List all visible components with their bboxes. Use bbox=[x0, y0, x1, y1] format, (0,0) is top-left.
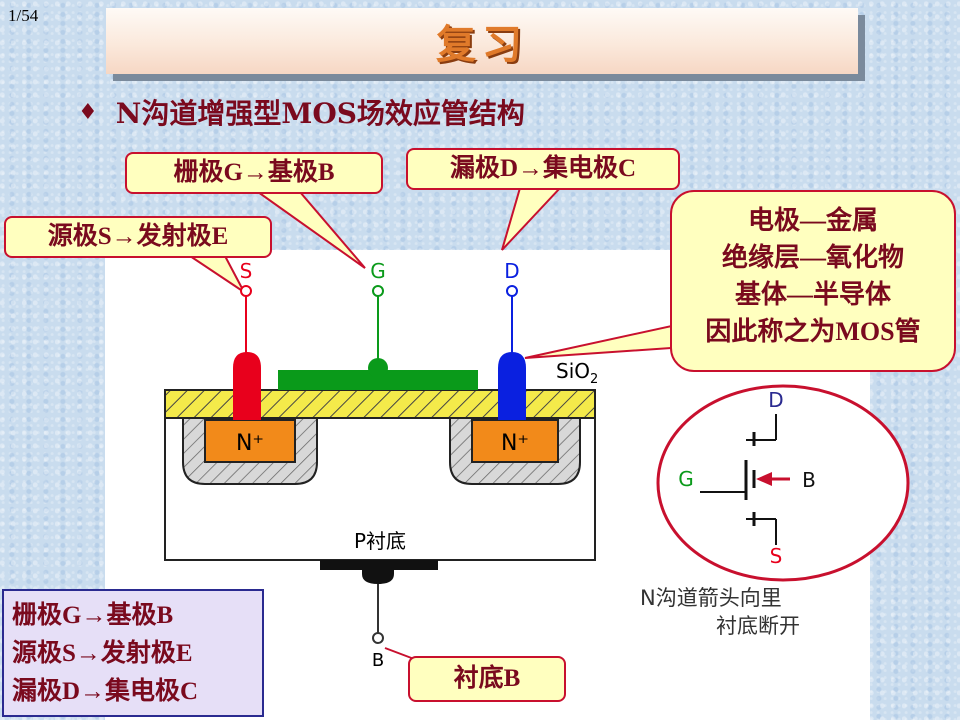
gate-contact bbox=[368, 358, 388, 378]
symbol-s-label: S bbox=[770, 544, 783, 568]
diamond-bullet-icon: ♦ bbox=[78, 99, 98, 125]
n-plus-label-left: N⁺ bbox=[236, 431, 264, 456]
symbol-circle bbox=[656, 384, 910, 582]
materials-callout: 电极—金属 绝缘层—氧化物 基体—半导体 因此称之为MOS管 bbox=[670, 190, 956, 372]
materials-line-conclusion: 因此称之为MOS管 bbox=[705, 317, 921, 346]
symbol-d-label: D bbox=[768, 388, 783, 412]
n-plus-region-right bbox=[471, 419, 559, 463]
symbol-arrow-icon bbox=[756, 472, 772, 486]
drain-terminal bbox=[506, 285, 518, 297]
source-callout: 源极S→发射极E bbox=[4, 216, 272, 258]
gate-callout: 栅极G→基极B bbox=[125, 152, 383, 194]
note-substrate-open: 衬底断开 bbox=[716, 614, 800, 638]
source-terminal bbox=[240, 285, 252, 297]
substrate-terminal-label: B bbox=[372, 650, 384, 671]
page-number: 1/54 bbox=[8, 6, 39, 25]
drain-callout-pointer bbox=[501, 187, 563, 251]
oxide-layer bbox=[164, 389, 596, 419]
substrate-callout: 衬底B bbox=[408, 656, 566, 702]
n-plus-region-left bbox=[204, 419, 296, 463]
legend-box: 栅极G→基极B 源极S→发射极E 漏极D→集电极C bbox=[2, 589, 264, 717]
heading-text: N沟道增强型MOS场效应管结构 bbox=[115, 97, 525, 130]
section-heading: ♦ N沟道增强型MOS场效应管结构 bbox=[78, 92, 525, 132]
legend-line-drain: 漏极D→集电极C bbox=[12, 678, 199, 705]
oxide-label: SiO2 bbox=[556, 359, 598, 387]
substrate-terminal bbox=[372, 632, 384, 644]
legend-line-gate: 栅极G→基极B bbox=[12, 602, 174, 629]
symbol-b-label: B bbox=[802, 468, 816, 492]
legend-line-source: 源极S→发射极E bbox=[12, 640, 193, 667]
gate-metal bbox=[278, 370, 478, 390]
slide-title: 复习 bbox=[436, 22, 528, 68]
materials-line-insulator: 绝缘层—氧化物 bbox=[721, 243, 904, 272]
gate-callout-pointer bbox=[254, 191, 366, 269]
drain-electrode bbox=[498, 352, 526, 420]
source-terminal-label: S bbox=[240, 259, 253, 283]
title-banner: 复习 bbox=[106, 8, 858, 74]
gate-terminal-label: G bbox=[370, 259, 386, 283]
n-plus-label-right: N⁺ bbox=[501, 431, 529, 456]
materials-line-body: 基体—半导体 bbox=[734, 280, 891, 309]
gate-terminal bbox=[372, 285, 384, 297]
substrate-label: P衬底 bbox=[354, 529, 406, 553]
drain-callout: 漏极D→集电极C bbox=[406, 148, 680, 190]
substrate-contact-bump bbox=[362, 570, 394, 584]
source-callout-pointer bbox=[186, 255, 245, 293]
symbol-g-label: G bbox=[678, 467, 694, 491]
materials-line-electrode: 电极—金属 bbox=[747, 206, 878, 235]
symbol-note: N沟道箭头向里 衬底断开 bbox=[640, 584, 800, 640]
source-electrode bbox=[233, 352, 261, 420]
drain-terminal-label: D bbox=[504, 259, 519, 283]
note-arrow-direction: N沟道箭头向里 bbox=[640, 586, 782, 610]
substrate-contact-plate bbox=[320, 560, 438, 570]
